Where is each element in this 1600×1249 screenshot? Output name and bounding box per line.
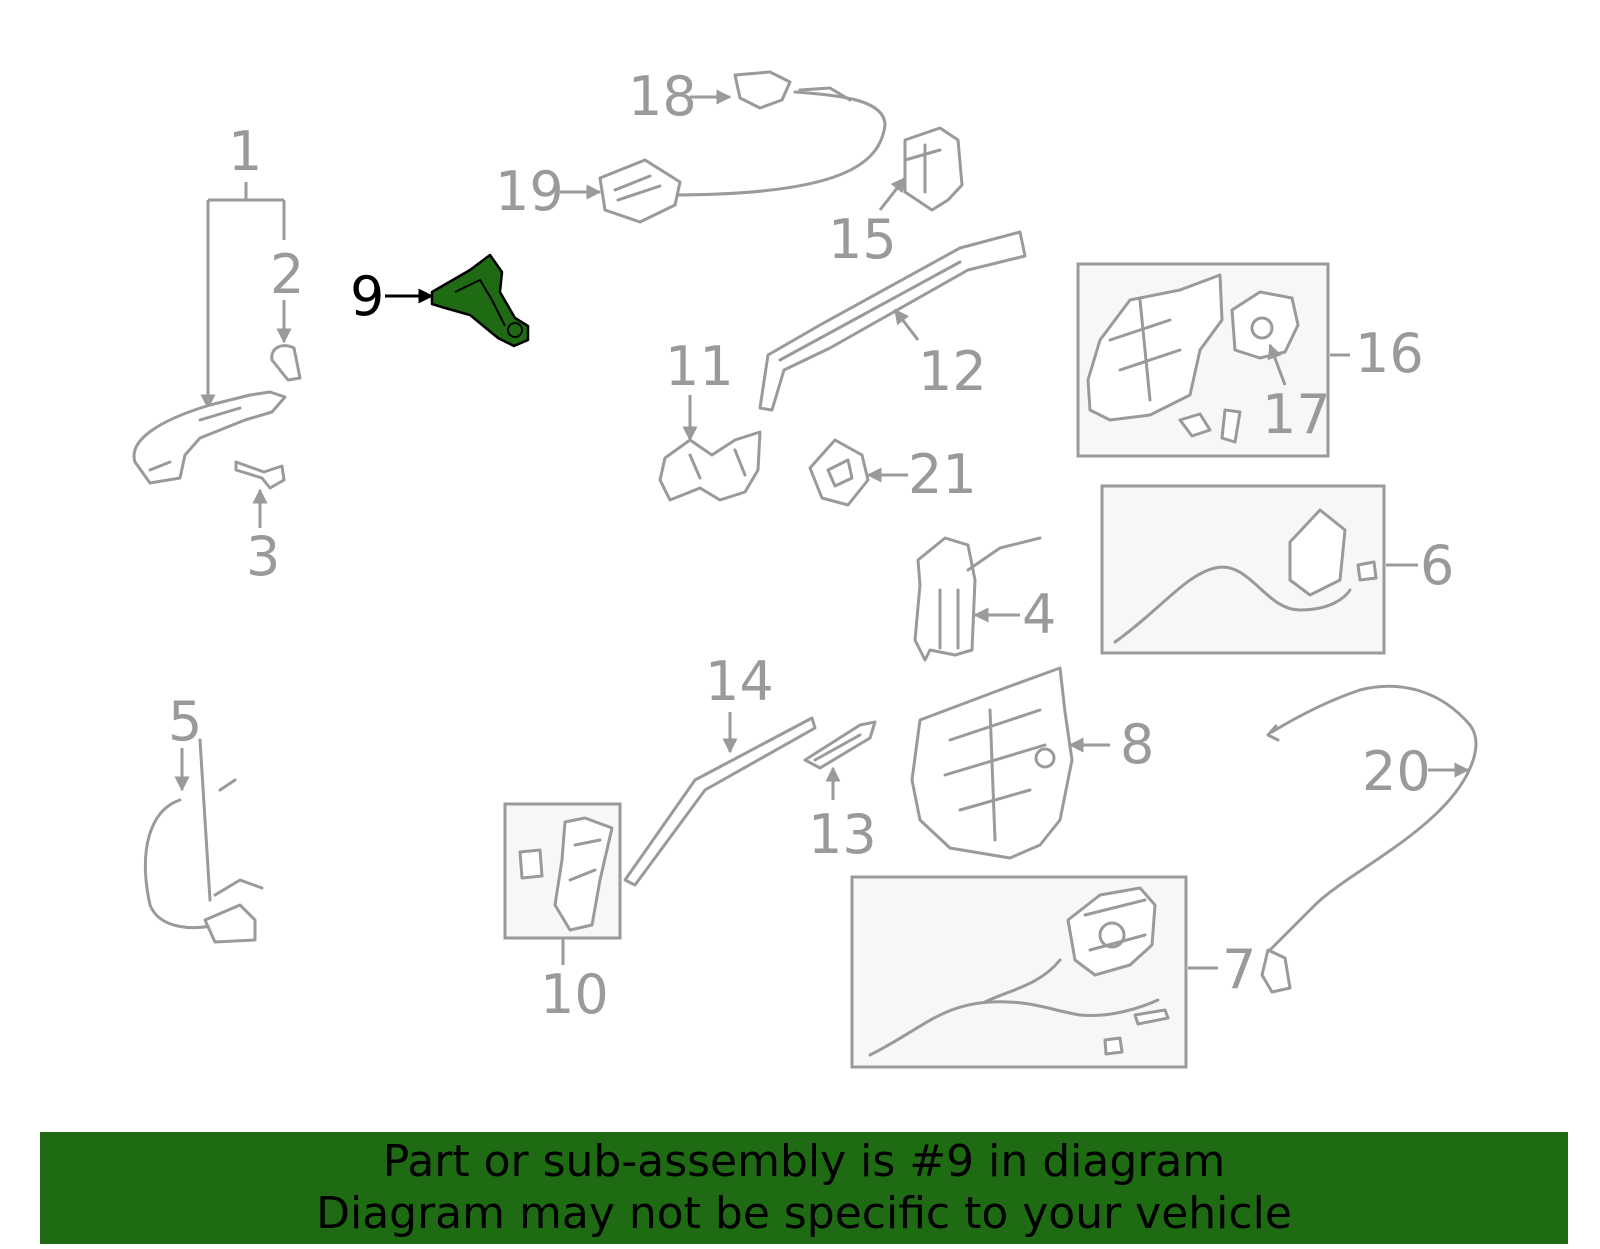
callout-14: 14: [705, 650, 774, 713]
part-16-latch-assembly[interactable]: 16 17: [1076, 262, 1424, 458]
callout-16: 16: [1355, 322, 1424, 385]
part-13-clip[interactable]: 13: [803, 720, 877, 866]
callout-8: 8: [1120, 713, 1154, 776]
callout-3: 3: [246, 525, 280, 588]
callout-12: 12: [918, 340, 987, 403]
callout-19: 19: [495, 160, 564, 223]
callout-6: 6: [1420, 534, 1454, 597]
callout-18: 18: [628, 65, 697, 128]
part-8-door-module[interactable]: 8: [910, 666, 1154, 860]
part-9-hinge-bracket[interactable]: 9: [350, 253, 530, 348]
callout-11: 11: [665, 335, 734, 398]
part-6-cable-assembly[interactable]: 6: [1100, 484, 1454, 655]
callout-4: 4: [1022, 583, 1056, 646]
part-10-bracket-kit[interactable]: 10: [503, 802, 622, 1026]
callout-5: 5: [168, 690, 202, 753]
part-21-plate[interactable]: 21: [808, 438, 977, 507]
part-7-latch-cable-assembly[interactable]: 7: [850, 875, 1256, 1069]
part-5-rod-assembly[interactable]: 5: [143, 690, 264, 944]
part-12-channel[interactable]: 12: [758, 230, 1027, 412]
part-20-cable[interactable]: 20: [1260, 684, 1478, 994]
part-3-bolt[interactable]: 3: [234, 460, 286, 588]
callout-10: 10: [540, 963, 609, 1026]
part-1-outside-handle[interactable]: 1: [132, 120, 287, 485]
part-2-cap[interactable]: 2: [270, 243, 304, 382]
part-4-lock-actuator[interactable]: 4: [913, 536, 1056, 662]
callout-21: 21: [908, 443, 977, 506]
part-11-striker[interactable]: 11: [658, 335, 762, 502]
banner-line-2: Diagram may not be specific to your vehi…: [316, 1188, 1292, 1239]
part-18-bracket[interactable]: 18: [628, 65, 792, 128]
callout-9: 9: [350, 265, 384, 328]
callout-1: 1: [228, 120, 262, 183]
callout-17: 17: [1262, 383, 1331, 446]
callout-15: 15: [828, 208, 897, 271]
callout-20: 20: [1362, 740, 1431, 803]
callout-7: 7: [1222, 938, 1256, 1001]
part-notice-banner: Part or sub-assembly is #9 in diagram Di…: [40, 1132, 1568, 1244]
part-14-rod[interactable]: 14: [623, 650, 817, 887]
callout-13: 13: [808, 803, 877, 866]
part-15-actuator[interactable]: 15: [828, 126, 964, 271]
callout-2: 2: [270, 243, 304, 306]
part-19-cable[interactable]: 19: [495, 86, 887, 224]
banner-line-1: Part or sub-assembly is #9 in diagram: [382, 1136, 1226, 1187]
